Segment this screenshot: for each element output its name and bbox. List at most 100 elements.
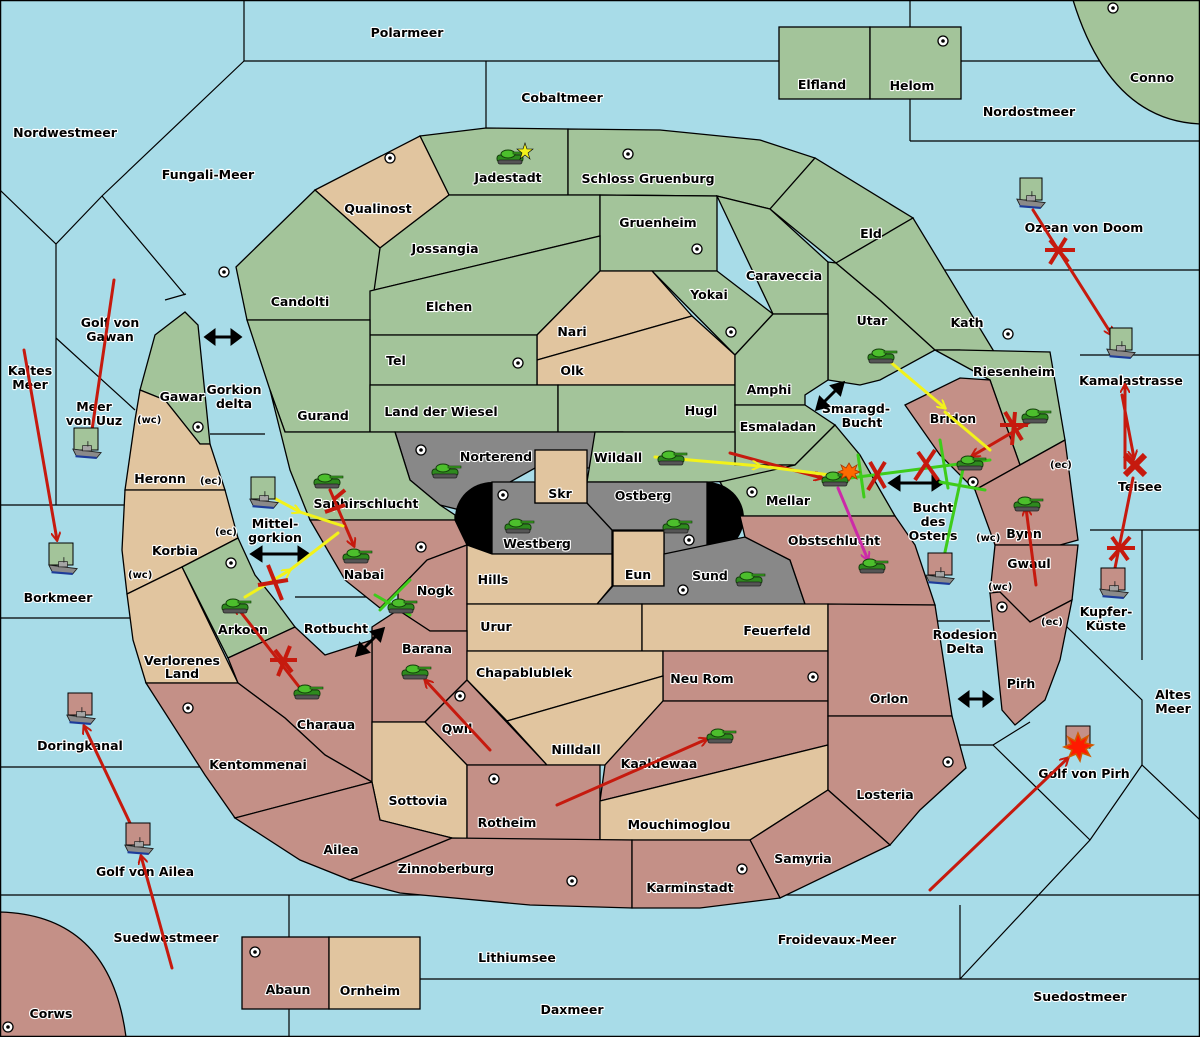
cross-icon: [866, 460, 887, 492]
label-skr: Skr: [548, 486, 572, 501]
region-elfland[interactable]: [778, 26, 871, 100]
region-kentommenai[interactable]: [144, 682, 374, 819]
tank-icon[interactable]: [342, 548, 373, 564]
region-karminstadt[interactable]: [631, 839, 782, 909]
fleet-unit[interactable]: [72, 427, 102, 460]
passage-arrows: [203, 328, 995, 708]
label-karminstadt: Karminstadt: [646, 880, 733, 895]
double-arrow-icon: [354, 626, 386, 658]
tank-icon[interactable]: [221, 598, 252, 614]
region-corws[interactable]: [0, 911, 127, 1037]
label-samyria: Samyria: [774, 851, 832, 866]
fleet-unit[interactable]: [1106, 327, 1136, 360]
label-nordostmeer: Nordostmeer: [983, 104, 1076, 119]
fleet-unit[interactable]: [66, 692, 96, 726]
region-abaun[interactable]: [241, 936, 330, 1010]
coast-tags: (wc) (ec) (ec) (wc) (ec) (wc) (wc) (ec): [127, 414, 1073, 629]
double-arrow-icon: [887, 474, 945, 492]
order-move: [22, 348, 57, 540]
explosion-icon: [1061, 730, 1095, 763]
tank-icon[interactable]: [1021, 408, 1052, 424]
label-doringkanal: Doringkanal: [37, 738, 123, 753]
order-convoy: [943, 458, 967, 554]
supply-center-icon: [807, 671, 819, 683]
label-pirh: Pirh: [1007, 676, 1036, 691]
region-conno[interactable]: [1072, 0, 1200, 125]
label-rotbucht: Rotbucht: [304, 621, 368, 636]
tank-icon[interactable]: [1013, 496, 1044, 512]
double-arrow-icon: [814, 380, 846, 412]
label-riesenheim: Riesenheim: [973, 364, 1055, 379]
fleet-unit[interactable]: [124, 822, 154, 856]
label-rodesion-delta-1: Rodesion: [933, 627, 998, 642]
label-zinnoberburg: Zinnoberburg: [398, 861, 494, 876]
supply-center-icon: [249, 946, 261, 958]
order-convoy: [856, 453, 866, 499]
supply-center-icon: [967, 476, 979, 488]
label-neu-rom: Neu Rom: [670, 671, 733, 686]
label-ornheim: Ornheim: [340, 983, 400, 998]
tank-icon[interactable]: [431, 463, 462, 479]
fleet-unit[interactable]: [1099, 567, 1129, 600]
cross-icon: [1045, 236, 1075, 266]
region-pirh[interactable]: [989, 591, 1073, 726]
label-obstschlucht: Obstschlucht: [788, 533, 880, 548]
label-heronn: Heronn: [134, 471, 186, 486]
label-qualinost: Qualinost: [344, 201, 411, 216]
tank-icon[interactable]: [858, 558, 889, 574]
region-impassable-east: [707, 482, 744, 554]
label-nordwestmeer: Nordwestmeer: [13, 125, 118, 140]
tank-icon[interactable]: [504, 518, 535, 534]
region-gruenheim[interactable]: [599, 194, 718, 272]
coast-tag-ec: (ec): [200, 476, 222, 487]
tank-icon[interactable]: [867, 348, 898, 364]
label-jadestadt: Jadestadt: [473, 170, 541, 185]
order-support: [653, 455, 832, 477]
supply-center-icon: [677, 584, 689, 596]
tank-icon[interactable]: [293, 684, 324, 700]
region-ornheim[interactable]: [328, 936, 421, 1010]
label-smaragd-bucht-2: Bucht: [842, 415, 883, 430]
label-borkmeer: Borkmeer: [24, 590, 94, 605]
tank-icon[interactable]: [706, 728, 737, 744]
cross-icon: [270, 645, 297, 677]
supply-center-icon: [512, 357, 524, 369]
region-heronn[interactable]: [124, 389, 226, 491]
supply-center-icon: [622, 148, 634, 160]
fleet-unit[interactable]: [249, 476, 279, 510]
region-skr[interactable]: [534, 449, 588, 504]
label-orlon: Orlon: [870, 691, 909, 706]
supply-centers: [2, 2, 1119, 1033]
supply-center-icon: [218, 266, 230, 278]
order-move: [1031, 208, 1112, 335]
label-polarmeer: Polarmeer: [371, 25, 445, 40]
tank-icon[interactable]: [735, 571, 766, 587]
order-move: [236, 606, 302, 690]
label-lithiumsee: Lithiumsee: [478, 950, 556, 965]
fleet-unit[interactable]: [1061, 725, 1095, 763]
tank-icon[interactable]: [657, 450, 688, 466]
region-candolti[interactable]: [235, 189, 381, 321]
star-icon: [516, 142, 534, 160]
region-eun[interactable]: [612, 530, 665, 587]
label-eld: Eld: [860, 226, 882, 241]
fleet-unit[interactable]: [48, 542, 78, 576]
label-verlorenes-land-1: Verlorenes: [144, 653, 220, 668]
tank-icon[interactable]: [662, 518, 693, 534]
supply-center-icon: [691, 243, 703, 255]
label-losteria: Losteria: [856, 787, 913, 802]
supply-center-icon: [1107, 2, 1119, 14]
tank-icon[interactable]: [387, 598, 418, 614]
fleet-unit[interactable]: [1016, 177, 1046, 210]
supply-center-icon: [488, 773, 500, 785]
label-mittelgorkion-1: Mittel-: [252, 516, 299, 531]
label-mittelgorkion-2: gorkion: [248, 530, 302, 545]
tank-icon[interactable]: [956, 455, 987, 471]
supply-center-icon: [384, 152, 396, 164]
tank-icon[interactable]: [401, 664, 432, 680]
tank-icon[interactable]: [313, 473, 344, 489]
label-rodesion-delta-2: Delta: [946, 641, 984, 656]
label-schloss-gruenburg: Schloss Gruenburg: [581, 171, 714, 186]
fleet-unit[interactable]: [925, 552, 955, 586]
